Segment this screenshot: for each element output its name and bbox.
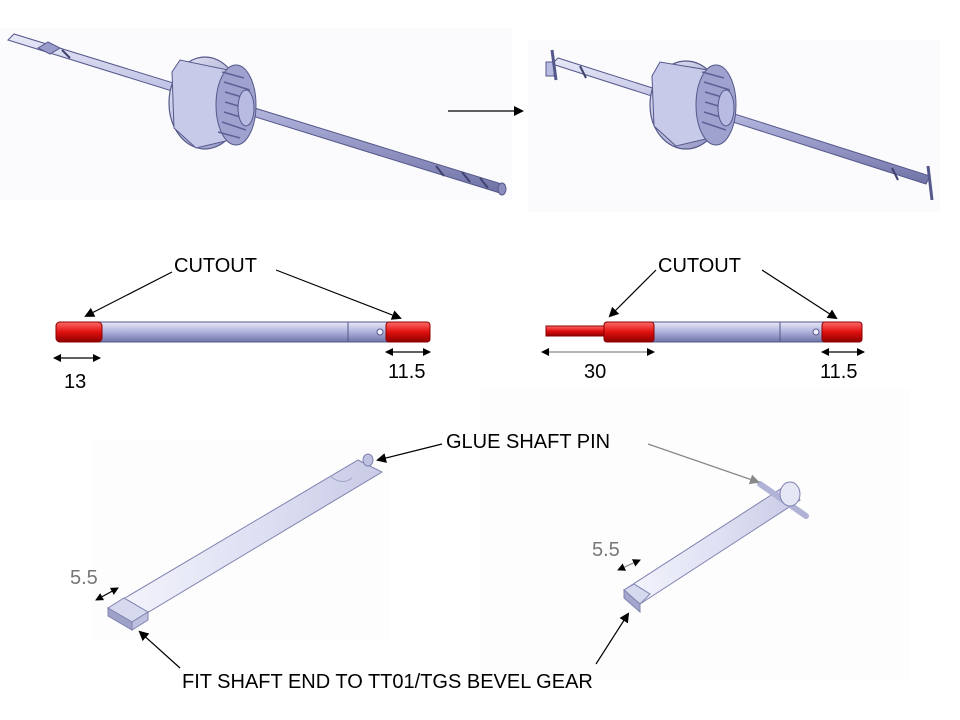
glue-shaft-pin-label: GLUE SHAFT PIN: [446, 431, 611, 453]
original-shaft-assembly: [7, 33, 507, 196]
dim-line-5-5-left: [95, 587, 119, 601]
left-shaft-side-view: [55, 321, 431, 343]
bottom-left-shaft: [107, 453, 384, 631]
fit-arrow-right: [595, 612, 630, 665]
dimension-13: 13: [64, 371, 87, 393]
cutout-left-arrow-a: [84, 271, 173, 317]
cutout-left-arrow-b: [275, 269, 402, 320]
bottom-right-panel: [480, 390, 910, 680]
right-cutout-end: [821, 321, 863, 343]
dimension-11-5-left: 11.5: [388, 361, 426, 383]
top-right-panel: [528, 40, 940, 212]
modified-shaft-assembly: [545, 49, 934, 201]
dimension-30: 30: [584, 361, 607, 383]
dimension-11-5-right: 11.5: [820, 361, 858, 383]
right-shaft-side-view: [545, 321, 863, 343]
dimension-5-5-left: 5.5: [70, 567, 98, 589]
cutout-right-arrow-a: [608, 269, 657, 318]
dimension-5-5-right: 5.5: [592, 539, 620, 561]
cutout-right-arrow-b: [761, 269, 838, 320]
right-cutout-start: [603, 321, 655, 343]
left-cutout-start: [55, 321, 103, 343]
fit-shaft-end-label: FIT SHAFT END TO TT01/TGS BEVEL GEAR: [182, 671, 593, 693]
cutout-label-left: CUTOUT: [174, 255, 257, 277]
glue-pin-arrow-right: [647, 443, 760, 485]
left-cutout-end: [385, 321, 431, 343]
bottom-right-shaft: [623, 481, 809, 614]
cutout-label-right: CUTOUT: [658, 255, 741, 277]
dim-line-5-5-right: [617, 559, 641, 571]
fit-arrow-left: [138, 630, 181, 669]
glue-pin-arrow-left: [376, 443, 443, 463]
